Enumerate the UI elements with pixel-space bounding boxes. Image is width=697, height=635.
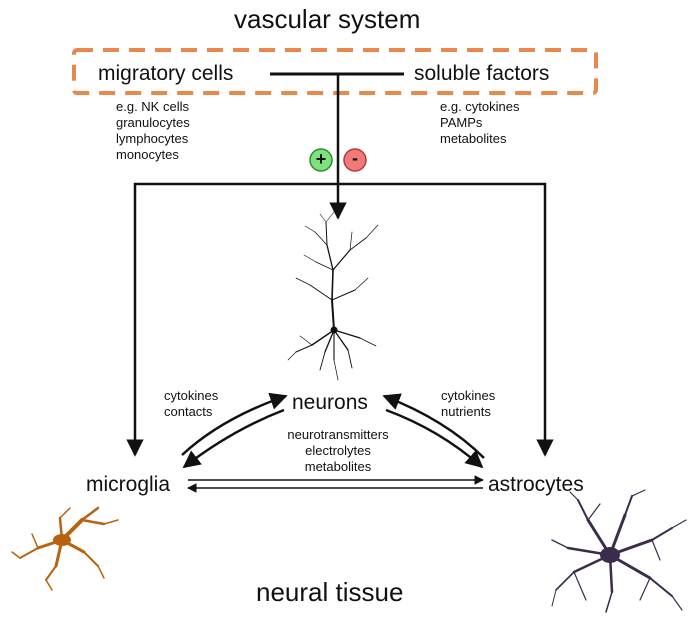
positive-modulation-badge — [309, 148, 333, 172]
microglia-label: microglia — [86, 473, 171, 496]
migratory-example: e.g. NK cells — [116, 99, 189, 114]
neural-tissue-title: neural tissue — [256, 577, 404, 607]
edge-label-line: metabolites — [304, 459, 372, 474]
positive-symbol: + — [315, 149, 327, 169]
migratory-example: monocytes — [116, 147, 179, 162]
edge-label-line: cytokines — [441, 388, 496, 403]
edge-label-line: electrolytes — [305, 443, 371, 458]
neurons-to-astrocytes-arrow — [385, 408, 484, 469]
soluble-factors-examples: e.g. cytokines PAMPs metabolites — [440, 99, 520, 147]
soluble-example: e.g. cytokines — [440, 99, 520, 114]
edge-label-line: cytokines — [164, 388, 219, 403]
neurons-label: neurons — [292, 391, 368, 414]
astrocyte-illustration — [551, 489, 687, 613]
vascular-system-title: vascular system — [234, 4, 421, 34]
migratory-example: granulocytes — [116, 115, 190, 130]
vascular-dashed-box — [72, 48, 598, 95]
astrocyte-neuron-edge-label: cytokines nutrients — [441, 388, 495, 420]
microglia-to-neurons-arrow — [181, 392, 288, 456]
microglia-illustration — [11, 506, 119, 591]
negative-modulation-badge — [343, 148, 367, 172]
soluble-factors-label: soluble factors — [414, 62, 550, 85]
microglia-neuron-edge-label: cytokines contacts — [164, 388, 218, 420]
neuron-illustration — [287, 211, 379, 381]
center-edge-label: neurotransmitters electrolytes metabolit… — [268, 427, 408, 475]
migratory-cells-label: migratory cells — [98, 62, 234, 85]
neurons-to-microglia-arrow — [182, 408, 285, 469]
astrocytes-label: astrocytes — [488, 473, 584, 496]
negative-symbol: - — [352, 148, 358, 168]
soluble-example: PAMPs — [440, 115, 483, 130]
edge-label-line: nutrients — [441, 404, 491, 419]
soluble-example: metabolites — [440, 131, 507, 146]
migratory-example: lymphocytes — [116, 131, 189, 146]
edge-label-line: contacts — [164, 404, 213, 419]
edge-label-line: neurotransmitters — [287, 427, 389, 442]
migratory-cells-examples: e.g. NK cells granulocytes lymphocytes m… — [116, 99, 190, 163]
